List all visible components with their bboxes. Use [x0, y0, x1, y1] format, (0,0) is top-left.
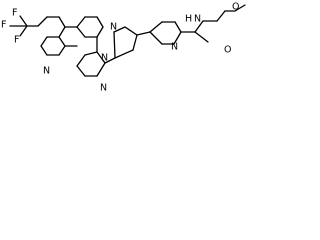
bond-41 — [149, 31, 163, 45]
bond-16 — [76, 16, 86, 28]
bond-38 — [174, 21, 182, 33]
bond-44 — [194, 31, 209, 43]
bond-12 — [58, 45, 66, 56]
bond-18 — [96, 16, 104, 28]
bond-29 — [104, 57, 116, 64]
bond-27 — [76, 54, 86, 67]
bond-7 — [58, 26, 66, 38]
atom-o-carbonyl: O — [224, 45, 231, 56]
bond-19 — [96, 26, 104, 38]
atom-n-pyridine: N — [171, 42, 178, 53]
bond-39 — [173, 31, 182, 45]
bond-36 — [149, 21, 163, 33]
bond-34 — [114, 49, 134, 59]
atom-n-amide: N — [194, 14, 201, 25]
bond-13 — [58, 36, 66, 47]
bond-46 — [216, 10, 226, 22]
bond-33 — [132, 34, 138, 51]
bond-6 — [58, 16, 66, 28]
bond-26 — [76, 65, 86, 77]
bond-32 — [124, 26, 138, 36]
bond-2 — [19, 25, 28, 37]
molecule-diagram: F F F N N N N N N H O O — [1, 2, 246, 94]
bond-21 — [76, 26, 86, 38]
bond-10 — [40, 45, 48, 56]
bond-31 — [113, 26, 126, 33]
bond-48 — [234, 4, 246, 12]
atom-n-naphthyridine-2: N — [100, 83, 107, 94]
atom-labels: F F F N N N N N N H O O — [1, 2, 239, 94]
bond-lines — [9, 4, 246, 77]
atom-n-pyrazole-2: N — [110, 22, 117, 33]
bond-0 — [19, 15, 28, 27]
bond-28 — [84, 51, 98, 56]
bond-30 — [113, 31, 116, 59]
atom-f-bottom: F — [14, 35, 19, 46]
atom-o-ether: O — [232, 2, 239, 13]
atom-n-naphthyridine-1: N — [43, 66, 50, 77]
atom-h-amide: H — [185, 14, 192, 25]
atom-n-pyrazole-1: N — [101, 53, 108, 64]
atom-f-left: F — [1, 20, 6, 31]
bond-4 — [37, 16, 48, 27]
bond-24 — [96, 62, 106, 77]
atom-f-top: F — [12, 8, 17, 19]
bond-43 — [194, 20, 204, 33]
bond-23 — [96, 51, 106, 64]
bond-35 — [136, 31, 151, 36]
bond-9 — [40, 36, 48, 47]
